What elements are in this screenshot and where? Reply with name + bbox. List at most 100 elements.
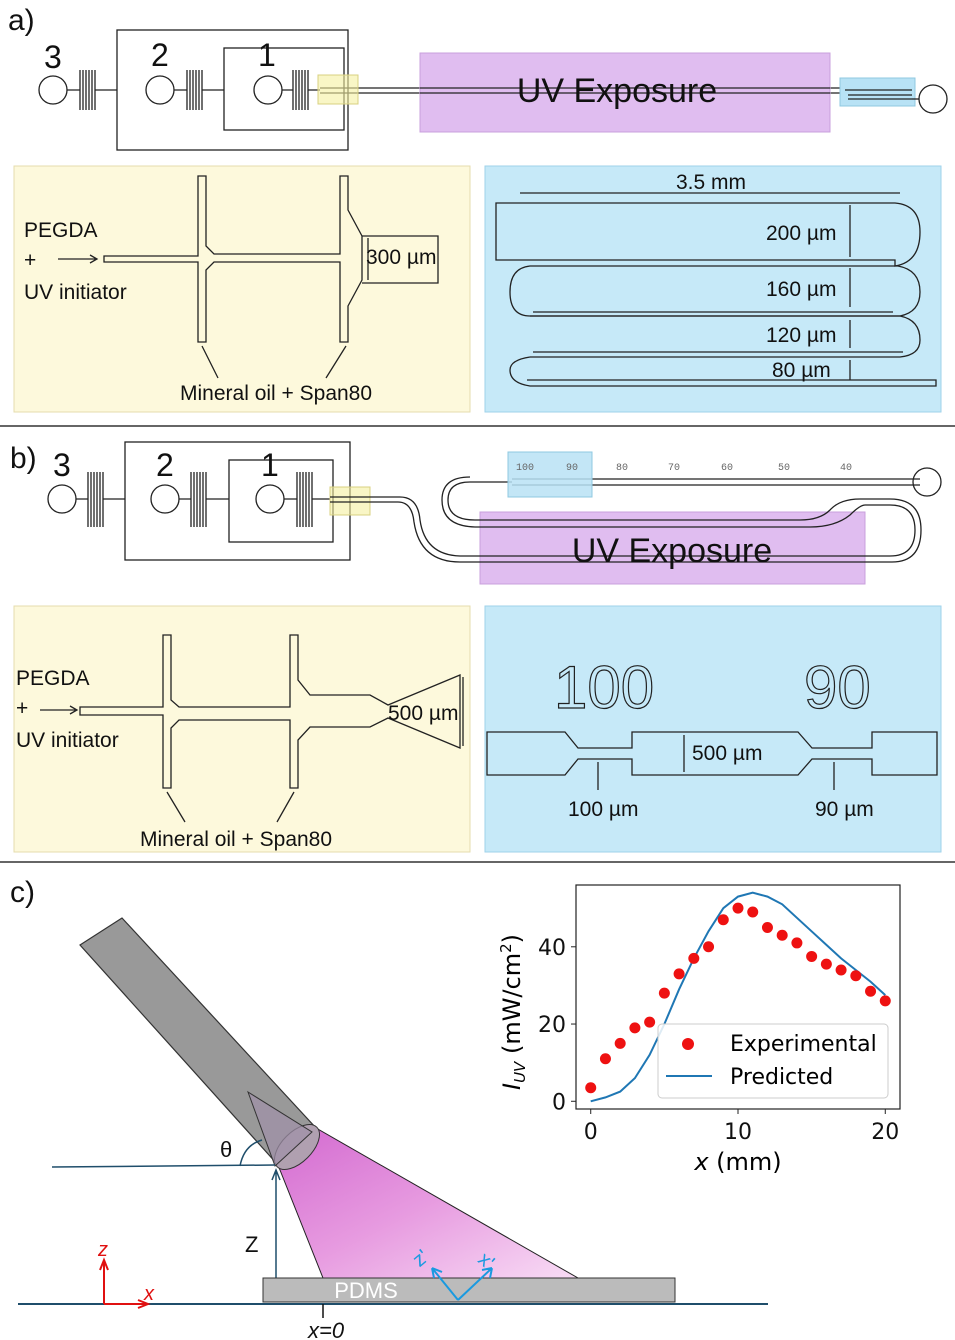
experimental-point bbox=[835, 964, 847, 976]
inlet-2 bbox=[145, 75, 175, 105]
legend-experimental: Experimental bbox=[730, 1032, 877, 1057]
inlet-label-2: 2 bbox=[156, 447, 174, 483]
panel-a: a) 3 2 1 UV Exposure PEGDA + UV i bbox=[8, 4, 948, 413]
width-label: 300 µm bbox=[366, 246, 436, 269]
x-tick-label: 10 bbox=[724, 1120, 752, 1145]
filter-coils bbox=[67, 70, 320, 110]
width-label-120: 120 µm bbox=[766, 324, 836, 347]
origin-label: x=0 bbox=[307, 1318, 345, 1340]
width-label: 500 µm bbox=[388, 702, 458, 725]
big-label-100: 100 bbox=[554, 654, 654, 721]
lab-axes bbox=[99, 1257, 151, 1309]
inlet-label-1: 1 bbox=[261, 447, 279, 483]
experimental-point bbox=[791, 937, 803, 949]
constriction-label-100: 100 µm bbox=[568, 798, 638, 821]
uv-exposure-label: UV Exposure bbox=[572, 532, 772, 570]
inlet-1 bbox=[255, 484, 285, 514]
experimental-point bbox=[644, 1016, 656, 1028]
constriction-label-90: 90 µm bbox=[815, 798, 874, 821]
width-label-160: 160 µm bbox=[766, 278, 836, 301]
outlet bbox=[912, 467, 942, 497]
label-50: 50 bbox=[778, 463, 790, 474]
experimental-point bbox=[614, 1037, 626, 1049]
inlet-label-3: 3 bbox=[44, 39, 62, 75]
width-label-80: 80 µm bbox=[772, 359, 831, 382]
panel-b: b) 3 2 1 UV Exposure 100 90 80 70 60 bbox=[10, 441, 942, 853]
experimental-point bbox=[673, 968, 685, 980]
initiator-label: UV initiator bbox=[16, 729, 119, 752]
experimental-point bbox=[820, 958, 832, 970]
uv-exposure-region bbox=[479, 511, 866, 585]
label-100: 100 bbox=[516, 463, 534, 474]
uv-beam bbox=[277, 1127, 580, 1279]
experimental-point bbox=[732, 902, 744, 914]
inlet-1 bbox=[253, 75, 283, 105]
experimental-point bbox=[850, 970, 862, 982]
constriction-inset bbox=[484, 605, 942, 853]
experimental-point bbox=[703, 941, 715, 953]
inlet-3 bbox=[38, 75, 68, 105]
z-distance-label: Z bbox=[245, 1232, 258, 1257]
label-90: 90 bbox=[566, 463, 578, 474]
inlet-3 bbox=[47, 484, 77, 514]
uv-exposure-label: UV Exposure bbox=[517, 72, 717, 110]
width-label-200: 200 µm bbox=[766, 222, 836, 245]
x-tick-label: 20 bbox=[871, 1120, 899, 1145]
experimental-point bbox=[776, 929, 788, 941]
inlet-label-1: 1 bbox=[258, 37, 276, 73]
serpentine-highlight bbox=[839, 77, 916, 107]
experimental-point bbox=[629, 1022, 641, 1034]
experimental-point bbox=[658, 987, 670, 999]
experimental-point bbox=[747, 906, 759, 918]
oil-label: Mineral oil + Span80 bbox=[140, 828, 332, 851]
length-label: 3.5 mm bbox=[676, 171, 746, 194]
label-40: 40 bbox=[840, 463, 852, 474]
label-70: 70 bbox=[668, 463, 680, 474]
experimental-point bbox=[761, 921, 773, 933]
panel-b-label: b) bbox=[10, 442, 37, 475]
plus-label: + bbox=[16, 697, 28, 720]
uv-intensity-chart: 0 20 40 0 10 20 x (mm) IUV (mW/cm2) Experimen… bbox=[497, 884, 901, 1176]
junction-inset bbox=[13, 165, 471, 413]
junction-highlight bbox=[317, 74, 359, 105]
label-60: 60 bbox=[721, 463, 733, 474]
legend: Experimental Predicted bbox=[657, 1023, 889, 1099]
experimental-point bbox=[717, 914, 729, 926]
width-label: 500 µm bbox=[692, 742, 762, 765]
y-tick-label: 40 bbox=[538, 936, 566, 961]
x-tick-label: 0 bbox=[584, 1120, 598, 1145]
experimental-point bbox=[879, 995, 891, 1007]
outlet bbox=[918, 84, 948, 114]
fluid-label: PEGDA bbox=[16, 667, 90, 690]
panel-c-label: c) bbox=[10, 876, 35, 909]
beam-axes bbox=[431, 1267, 493, 1301]
y-tick-label: 20 bbox=[538, 1013, 566, 1038]
legend-predicted: Predicted bbox=[730, 1065, 833, 1090]
fluid-label: PEGDA bbox=[24, 219, 98, 242]
experimental-point bbox=[585, 1082, 597, 1094]
inlets: 3 2 1 bbox=[38, 37, 320, 110]
junction-inset bbox=[13, 605, 471, 853]
experimental-point bbox=[599, 1053, 611, 1065]
inlet-label-3: 3 bbox=[53, 447, 71, 483]
big-label-90: 90 bbox=[804, 654, 871, 721]
inlet-2 bbox=[150, 484, 180, 514]
constriction-labels: 100 90 80 70 60 50 40 bbox=[516, 463, 852, 474]
predicted-line bbox=[590, 891, 886, 1103]
z-axis-label: z bbox=[97, 1239, 108, 1261]
experimental-point bbox=[865, 985, 877, 997]
x-axis-title: x (mm) bbox=[693, 1148, 781, 1176]
x-axis-label: x bbox=[143, 1283, 155, 1305]
inlet-label-2: 2 bbox=[151, 37, 169, 73]
plus-label: + bbox=[24, 249, 36, 272]
oil-label: Mineral oil + Span80 bbox=[180, 382, 372, 405]
experimental-point bbox=[806, 950, 818, 962]
legend-marker-experimental bbox=[682, 1038, 694, 1050]
y-tick-label: 0 bbox=[552, 1090, 566, 1115]
serpentine-inset bbox=[484, 165, 942, 413]
initiator-label: UV initiator bbox=[24, 281, 127, 304]
y-axis-title: IUV (mW/cm2) bbox=[497, 934, 529, 1090]
theta-label: θ bbox=[220, 1137, 232, 1162]
